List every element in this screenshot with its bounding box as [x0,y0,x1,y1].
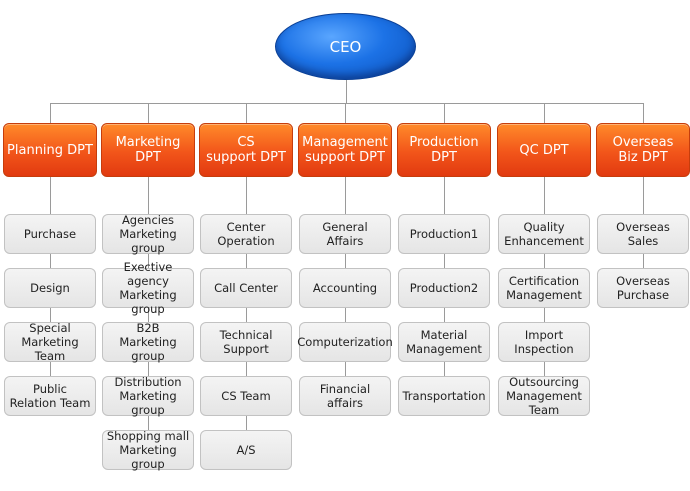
team-node: Quality Enhancement [498,214,590,254]
team-node: Transportation [398,376,490,416]
department-node: Marketing DPT [101,123,195,177]
team-node: Special Marketing Team [4,321,96,363]
team-node: Shopping mall Marketing group [102,429,194,471]
department-connector [643,103,644,123]
department-node: QC DPT [497,123,591,177]
department-connector [148,103,149,123]
department-connector [444,103,445,123]
department-connector [345,103,346,123]
department-node: CS support DPT [199,123,293,177]
department-connector [246,103,247,123]
team-node: Design [4,268,96,308]
team-node: Certification Management [498,268,590,308]
ceo-connector [346,80,347,103]
team-node: Overseas Sales [597,214,689,254]
department-connector [50,103,51,123]
team-node: Production1 [398,214,490,254]
team-node: Financial affairs [299,376,391,416]
team-node: Import Inspection [498,322,590,362]
team-node: General Affairs [299,214,391,254]
team-node: Call Center [200,268,292,308]
team-node: Accounting [299,268,391,308]
team-node: Exective agency Marketing group [102,260,194,316]
team-node: Purchase [4,214,96,254]
department-node: Management support DPT [298,123,392,177]
department-node: Planning DPT [3,123,97,177]
team-node: Material Management [398,322,490,362]
team-node: Outsourcing Management Team [498,375,590,417]
team-node: Overseas Purchase [597,268,689,308]
team-node: B2B Marketing group [102,321,194,363]
department-node: Production DPT [397,123,491,177]
team-node: Center Operation [200,214,292,254]
team-node: A/S [200,430,292,470]
team-node: Agencies Marketing group [102,213,194,255]
department-node: Overseas Biz DPT [596,123,690,177]
department-bus [50,103,644,104]
team-node: Public Relation Team [4,376,96,416]
ceo-node: CEO [275,13,416,80]
department-connector [544,103,545,123]
team-connector [246,177,247,440]
team-node: Distribution Marketing group [102,375,194,417]
team-node: Computerization [297,322,393,362]
team-node: CS Team [200,376,292,416]
team-node: Production2 [398,268,490,308]
team-node: Technical Support [200,322,292,362]
team-connector [148,177,149,440]
